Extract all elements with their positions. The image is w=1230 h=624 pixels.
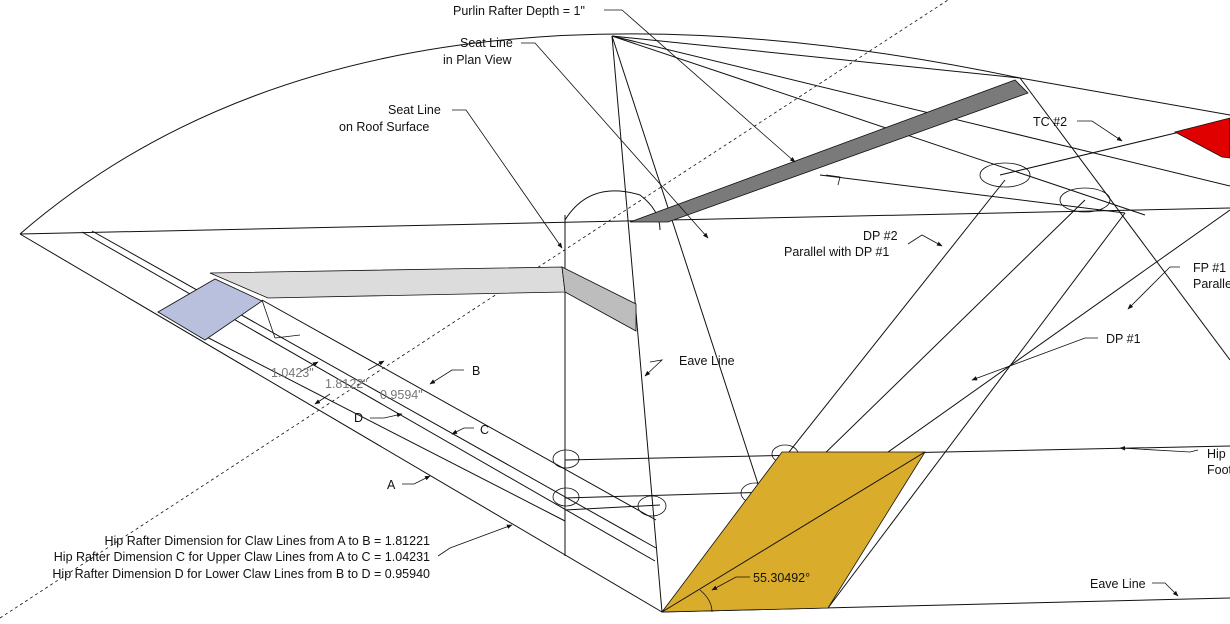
label-hip-foot: Foot	[1207, 463, 1230, 477]
label-dp2-parallel: Parallel with DP #1	[784, 245, 889, 259]
top-plate-line	[19, 207, 1230, 235]
label-dp2: DP #2	[863, 229, 898, 243]
leaders	[370, 9, 1199, 597]
label-b: B	[472, 364, 480, 378]
label-hip: Hip	[1207, 447, 1226, 461]
angle-arc	[699, 589, 713, 613]
label-seat-plan-2: in Plan View	[443, 53, 513, 67]
label-a: A	[387, 478, 396, 492]
ridge-beams	[209, 266, 637, 339]
dimension-1: 1.0423"	[271, 366, 314, 380]
label-eave-line-lower: Eave Line	[1090, 577, 1146, 591]
label-c: C	[480, 423, 489, 437]
dimension-marks	[299, 360, 385, 405]
label-seat-roof-2: on Roof Surface	[339, 120, 429, 134]
red-triangle	[1173, 117, 1230, 159]
label-angle: 55.30492°	[753, 571, 810, 585]
hip-slab	[19, 230, 663, 613]
fan-lines	[611, 35, 1230, 613]
label-dp1: DP #1	[1106, 332, 1141, 346]
purlin-beam	[629, 79, 1029, 223]
label-fp1: FP #1	[1193, 261, 1226, 275]
right-angle-mark	[825, 174, 841, 186]
label-seat-plan-1: Seat Line	[460, 36, 513, 50]
dotted-diagonal	[0, 0, 949, 619]
hip-seat-face	[157, 278, 263, 341]
label-tc2: TC #2	[1033, 115, 1067, 129]
outline-arc	[19, 33, 1021, 235]
note-1: Hip Rafter Dimension for Claw Lines from…	[104, 534, 430, 548]
note-2: Hip Rafter Dimension C for Upper Claw Li…	[54, 550, 430, 564]
label-purlin-depth: Purlin Rafter Depth = 1"	[453, 4, 585, 18]
note-3: Hip Rafter Dimension D for Lower Claw Li…	[52, 567, 430, 581]
label-d: D	[354, 411, 363, 425]
label-fp1-parallel: Parallel	[1193, 277, 1230, 291]
label-eave-line-upper: Eave Line	[679, 354, 735, 368]
dp-lines	[564, 179, 1230, 613]
dimension-3: 0.9594"	[380, 388, 423, 402]
label-seat-roof-1: Seat Line	[388, 103, 441, 117]
node-circles	[552, 162, 1111, 517]
dimension-2: 1.8122"	[325, 377, 368, 391]
